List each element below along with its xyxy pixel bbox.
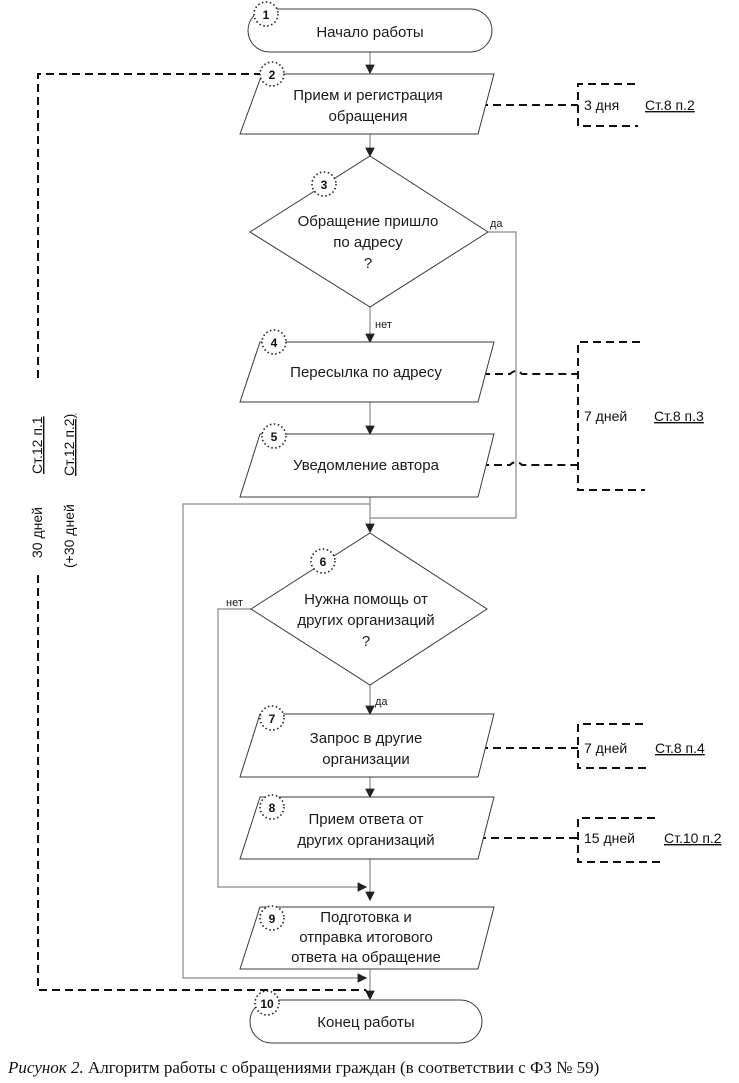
step-2-io xyxy=(239,73,495,135)
step-10-text: Конец работы xyxy=(317,1014,414,1031)
deadline-term: 7 дней xyxy=(584,740,627,756)
svg-text:2: 2 xyxy=(269,68,276,82)
figure-caption: Рисунок 2. Алгоритм работы с обращениями… xyxy=(8,1058,599,1078)
step-9-text: отправка итогового xyxy=(299,929,433,946)
svg-text:8: 8 xyxy=(269,801,276,815)
d3-yes-label: да xyxy=(490,218,503,230)
overall-ref-extension: Ст.12 п.2) xyxy=(61,414,77,476)
caption-text: Алгоритм работы с обращениями граждан (в… xyxy=(83,1058,600,1077)
deadline-ref: Ст.8 п.2 xyxy=(645,97,695,113)
step-9-io xyxy=(239,906,495,970)
step-7-io xyxy=(239,713,495,778)
svg-text:4: 4 xyxy=(271,336,278,350)
end-terminator xyxy=(249,999,483,1044)
step-9-text: Подготовка и xyxy=(320,909,412,926)
overall-ref: Ст.12 п.1 xyxy=(29,416,45,474)
step-7-text: организации xyxy=(322,751,409,768)
step-2-text: обращения xyxy=(329,108,408,125)
deadline-term: 7 дней xyxy=(584,408,627,424)
start-terminator xyxy=(247,8,493,53)
deadline-brackets xyxy=(468,83,662,863)
deadline-ref: Ст.8 п.3 xyxy=(654,408,704,424)
deadline-ref: Ст.10 п.2 xyxy=(664,830,722,846)
decision-6 xyxy=(250,532,488,686)
svg-text:5: 5 xyxy=(271,430,278,444)
step-6-text: Нужна помощь от xyxy=(304,591,428,608)
deadline-ref: Ст.8 п.4 xyxy=(655,740,705,756)
step-8-text: других организаций xyxy=(297,832,434,849)
caption-label: Рисунок 2. xyxy=(8,1058,84,1077)
step-4-io xyxy=(239,341,495,403)
deadline-term: 3 дня xyxy=(584,97,619,113)
step-8-text: Прием ответа от xyxy=(309,811,424,828)
svg-text:9: 9 xyxy=(269,912,276,926)
svg-text:1: 1 xyxy=(263,8,270,22)
step-3-text: ? xyxy=(364,255,372,272)
step-3-text: Обращение пришло xyxy=(298,213,439,230)
decision-3 xyxy=(249,155,489,308)
svg-text:3: 3 xyxy=(321,178,328,192)
d3-no-label: нет xyxy=(375,319,392,331)
d6-no-label: нет xyxy=(226,597,243,609)
overall-term-extension: (+30 дней xyxy=(61,504,77,568)
connectors xyxy=(182,52,517,1001)
step-9-text: ответа на обращение xyxy=(291,949,441,966)
step-4-text: Пересылка по адресу xyxy=(290,364,442,381)
svg-text:10: 10 xyxy=(260,997,274,1011)
overall-deadline-bracket xyxy=(37,73,371,999)
overall-term: 30 дней xyxy=(29,507,45,558)
step-8-io xyxy=(239,796,495,860)
step-7-text: Запрос в другие xyxy=(310,730,423,747)
step-5-text: Уведомление автора xyxy=(293,457,440,474)
d6-yes-label: да xyxy=(375,696,388,708)
step-number-badges: 1 2 3 4 5 6 7 8 9 10 xyxy=(253,1,337,1016)
deadline-term: 15 дней xyxy=(584,830,635,846)
step-6-text: других организаций xyxy=(297,612,434,629)
step-5-io xyxy=(239,433,495,498)
step-2-text: Прием и регистрация xyxy=(293,87,443,104)
svg-text:7: 7 xyxy=(269,712,276,726)
step-1-text: Начало работы xyxy=(316,24,423,41)
step-6-text: ? xyxy=(362,633,370,650)
step-3-text: по адресу xyxy=(333,234,403,251)
svg-text:6: 6 xyxy=(320,555,327,569)
